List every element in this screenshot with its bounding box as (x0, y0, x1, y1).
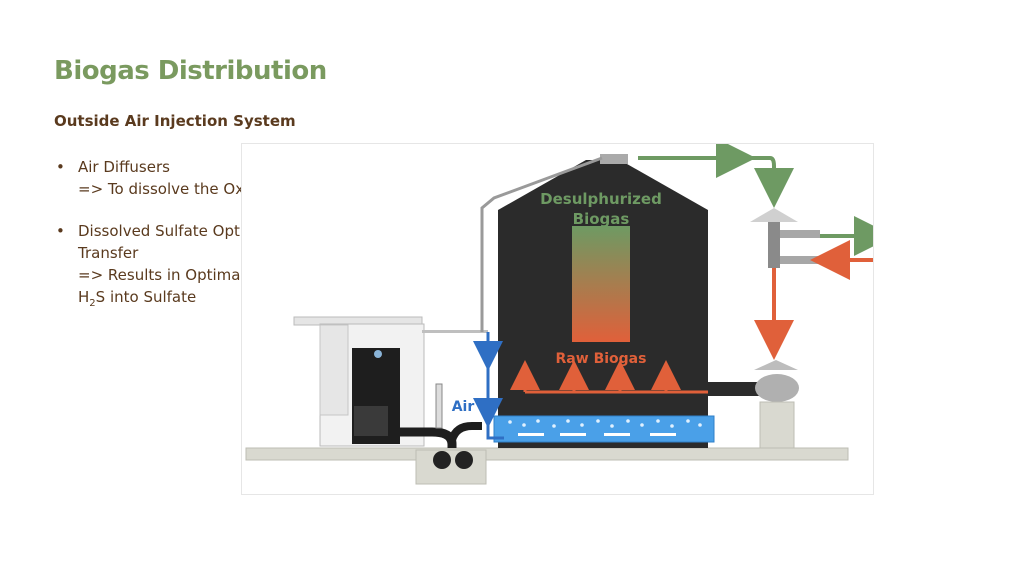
air-blower (394, 383, 482, 469)
slide-subtitle: Outside Air Injection System (54, 112, 296, 130)
valve-manifold (750, 208, 820, 268)
air-diffusers (518, 433, 676, 436)
bullet-line: Air Diffusers (78, 158, 170, 176)
ground-slab (245, 447, 849, 461)
control-cabinet (293, 316, 488, 447)
bullet-line: Transfer (78, 244, 139, 262)
desulphurized-label: Desulphurized (540, 190, 662, 208)
bullet-line-formula: H2S into Sulfate (78, 288, 197, 309)
bullet-dot: • (56, 222, 65, 240)
biogas-diagram: Desulphurized Biogas Raw Biogas Air (241, 143, 874, 495)
air-pipe (473, 332, 504, 440)
desulphurized-outlet-pipe (638, 144, 873, 256)
gas-gradient-column (572, 226, 630, 342)
bullet-dot: • (56, 158, 65, 176)
air-bubbles (508, 419, 702, 428)
air-label: Air (452, 399, 475, 415)
desulphurized-label-biogas: Biogas (573, 210, 630, 228)
biogas-inlet-pipe (708, 360, 799, 449)
slide-title: Biogas Distribution (54, 56, 327, 86)
raw-biogas-return (754, 240, 873, 360)
top-gas-pipe (480, 156, 603, 332)
pump-pit (415, 449, 487, 485)
raw-biogas-label: Raw Biogas (556, 351, 647, 367)
